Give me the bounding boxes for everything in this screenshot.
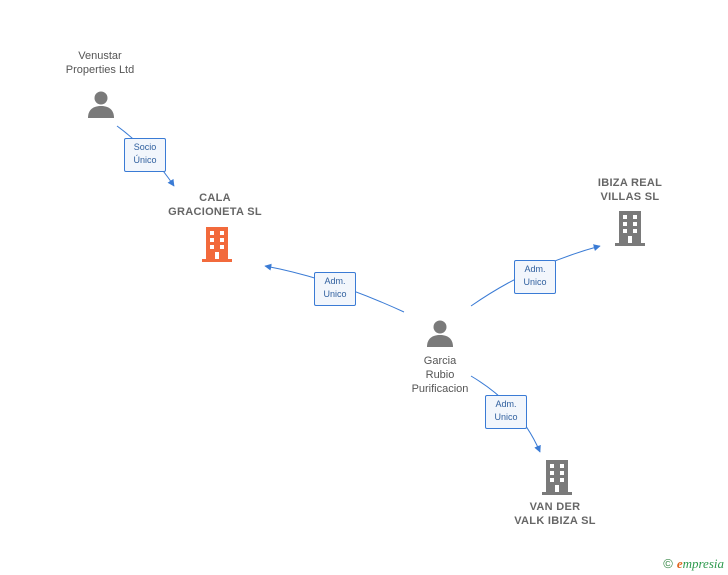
node-label-line: VILLAS SL [600,191,660,203]
edge-label-line: Adm. [495,399,517,409]
node-label-line: GRACIONETA SL [168,206,262,218]
edge-label-line: Unico [323,289,347,299]
node-label-line: Properties Ltd [65,64,135,76]
edge-label-line: Socio [133,142,157,152]
building-icon[interactable] [201,226,233,262]
building-icon[interactable] [614,210,646,246]
building-icon[interactable] [541,459,573,495]
node-label-line: Purificacion [411,383,469,395]
edge-label-garcia-cala[interactable]: Adm. Unico [314,272,356,306]
edge-label-line: Único [133,155,157,165]
node-label-line: Venustar [78,50,122,62]
edge-label-line: Adm. [324,276,346,286]
edge-label-line: Unico [523,277,547,287]
edge-label-line: Unico [494,412,518,422]
node-label-line: IBIZA REAL [597,177,663,189]
person-icon[interactable] [86,89,116,119]
node-label-line: Rubio [425,369,455,381]
node-label-line: CALA [199,192,231,204]
copyright-icon: © [663,556,673,571]
empresia-logo-text: mpresia [682,556,724,571]
node-label-line: VAN DER [529,501,581,513]
node-label-van-der-valk: VAN DER VALK IBIZA SL [495,500,615,528]
node-label-cala: CALA GRACIONETA SL [150,191,280,219]
person-icon[interactable] [425,318,455,348]
empresia-logo-initial: e [676,556,683,571]
node-label-garcia: Garcia Rubio Purificacion [385,354,495,396]
node-label-venustar: Venustar Properties Ltd [40,49,160,77]
edge-label-line: Adm. [524,264,546,274]
node-label-line: VALK IBIZA SL [514,515,596,527]
empresia-copyright: ©empresia [663,556,724,572]
edge-label-garcia-ibiza[interactable]: Adm. Unico [514,260,556,294]
node-label-line: Garcia [423,355,457,367]
node-label-ibiza-real: IBIZA REAL VILLAS SL [570,176,690,204]
edge-label-garcia-vdv[interactable]: Adm. Unico [485,395,527,429]
edge-label-venustar-cala[interactable]: Socio Único [124,138,166,172]
